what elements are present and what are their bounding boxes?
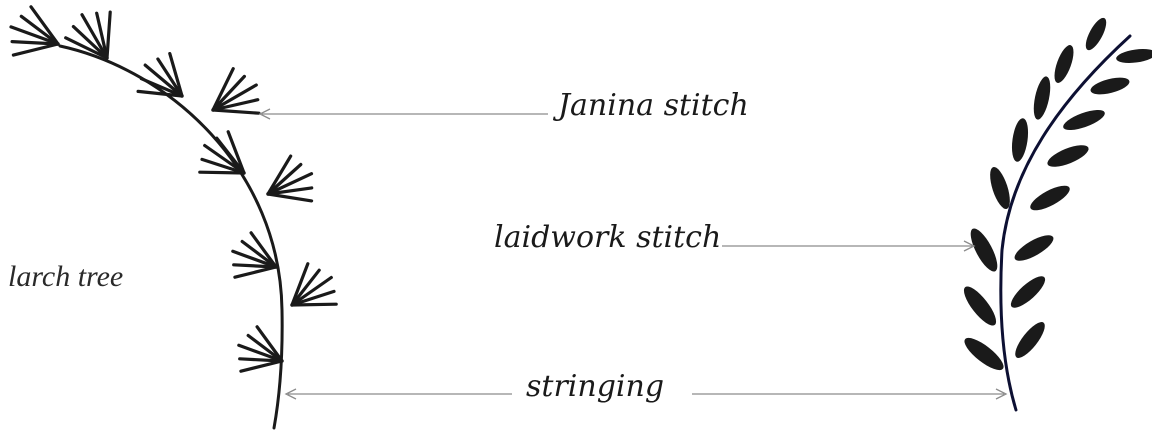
larch-needle xyxy=(232,263,278,269)
larch-needle xyxy=(198,170,246,175)
larch-needle-tuft xyxy=(64,10,112,60)
stringing-pointer-right-arrowhead xyxy=(995,388,1008,400)
larch-needle xyxy=(95,11,109,60)
laidwork-leaf xyxy=(1090,77,1130,95)
larch-needle xyxy=(19,14,60,46)
larch-needle xyxy=(136,89,184,98)
larch-needle-tuft xyxy=(237,325,284,373)
laidwork-pointer-arrowhead xyxy=(963,240,976,252)
larch-needle xyxy=(71,25,109,60)
larch-needle xyxy=(139,77,184,98)
larch-needle xyxy=(290,289,336,307)
laidwork-leaf xyxy=(970,228,998,272)
laidwork-stem xyxy=(999,34,1132,412)
laidwork-leaf xyxy=(1116,48,1152,64)
larch-needle xyxy=(290,268,321,307)
larch-needle xyxy=(233,265,278,279)
laidwork-leaf xyxy=(1033,76,1051,120)
larch-needle xyxy=(29,5,60,46)
larch-needle xyxy=(9,25,60,46)
larch-needle-tuft xyxy=(9,5,60,57)
laidwork-leaf xyxy=(990,166,1010,210)
larch-needle xyxy=(290,302,338,307)
laidwork-leaf xyxy=(1063,110,1105,130)
larch-needle xyxy=(211,83,258,112)
larch-needle xyxy=(11,42,60,57)
larch-needle xyxy=(105,10,112,60)
larch-needle-tuft xyxy=(211,67,261,115)
laidwork-leaf xyxy=(1015,322,1045,358)
larch-needle xyxy=(80,13,109,60)
larch-needle xyxy=(231,249,278,269)
larch-needle xyxy=(266,172,314,196)
larch-needle-tuft xyxy=(266,154,314,203)
laidwork-leaves xyxy=(963,17,1152,371)
laidwork-leaf xyxy=(1011,118,1029,162)
laidwork-leaf xyxy=(963,286,997,326)
larch-tree-label: larch tree xyxy=(8,260,123,293)
larch-needle xyxy=(200,157,246,175)
larch-needle xyxy=(249,231,278,269)
stringing-label: stringing xyxy=(526,369,664,404)
larch-needle-tuft xyxy=(290,262,338,307)
larch-needle xyxy=(266,162,303,196)
larch-needle xyxy=(203,143,246,175)
laidwork-leaf xyxy=(1047,145,1089,167)
larch-needle xyxy=(290,275,333,307)
laidwork-leaf xyxy=(1014,235,1054,261)
larch-needle xyxy=(211,67,235,112)
larch-needle xyxy=(211,74,246,112)
laidwork-leaf xyxy=(1010,276,1046,308)
larch-needle xyxy=(211,108,261,115)
laidwork-leaf xyxy=(1030,185,1070,211)
larch-needle xyxy=(266,192,314,203)
janina-stitch-label: Janina stitch xyxy=(552,88,749,123)
laidwork-branch-illustration xyxy=(963,17,1152,412)
larch-needle xyxy=(143,63,184,98)
larch-needle-tuft xyxy=(136,51,184,98)
larch-needle xyxy=(239,359,284,373)
larch-needle xyxy=(255,325,284,363)
laidwork-leaf xyxy=(1085,17,1107,51)
larch-needle xyxy=(211,98,260,112)
larch-needle xyxy=(246,333,284,363)
larch-needle-tuft xyxy=(198,130,246,175)
larch-needle xyxy=(237,343,284,363)
larch-needle xyxy=(10,39,60,46)
larch-needle xyxy=(240,239,278,269)
larch-needle xyxy=(238,357,284,363)
laidwork-stitch-label: laidwork stitch xyxy=(494,220,721,255)
larch-stem xyxy=(58,44,284,430)
laidwork-leaf xyxy=(964,337,1004,371)
larch-needle xyxy=(290,262,310,307)
larch-branch-illustration xyxy=(9,5,338,430)
larch-needle xyxy=(64,36,109,60)
larch-needle xyxy=(215,136,246,175)
larch-needle xyxy=(266,186,314,196)
pointers xyxy=(258,108,1008,400)
laidwork-leaf xyxy=(1054,45,1074,83)
larch-needle-tufts xyxy=(9,5,338,373)
larch-needle xyxy=(266,154,293,196)
larch-needle xyxy=(156,57,184,98)
larch-needle-tuft xyxy=(231,231,278,279)
larch-needle xyxy=(168,51,184,98)
larch-needle xyxy=(226,130,246,175)
stringing-pointer-left-arrowhead xyxy=(284,388,297,400)
janina-pointer-arrowhead xyxy=(258,108,271,120)
